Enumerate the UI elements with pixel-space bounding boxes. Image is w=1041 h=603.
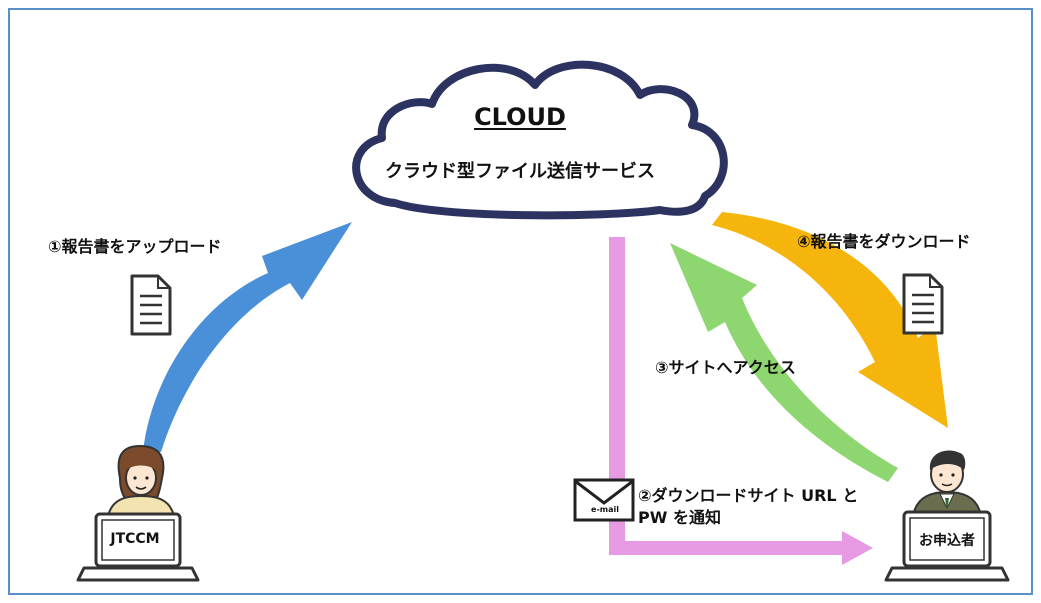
- document-icon-upload: [130, 274, 172, 336]
- sender-person-icon: [106, 444, 176, 517]
- download-arrow: [712, 212, 948, 428]
- receiver-laptop-icon: [884, 510, 1010, 582]
- step-download-label: ④報告書をダウンロード: [797, 232, 971, 251]
- upload-arrow: [143, 222, 352, 452]
- receiver-person-icon: [912, 450, 982, 513]
- sender-laptop-icon: [76, 512, 200, 582]
- sender-screen-label: JTCCM: [110, 531, 160, 547]
- step-notify-label: ②ダウンロードサイト URL と PW を通知: [638, 485, 858, 529]
- mail-icon-text: e-mail: [591, 505, 619, 514]
- receiver-screen-label: お申込者: [919, 533, 975, 549]
- cloud-shape: [352, 60, 728, 220]
- step-notify-line2: PW を通知: [638, 508, 721, 527]
- diagram-frame: [8, 8, 1033, 595]
- mail-icon: [573, 478, 635, 522]
- cloud-title: CLOUD: [474, 103, 566, 131]
- step-access-label: ③サイトへアクセス: [655, 358, 796, 377]
- document-icon-download: [902, 273, 944, 335]
- step-upload-label: ①報告書をアップロード: [48, 237, 222, 256]
- cloud-subtitle: クラウド型ファイル送信サービス: [385, 161, 655, 182]
- access-arrow: [670, 243, 898, 482]
- step-notify-line1: ②ダウンロードサイト URL と: [638, 486, 859, 505]
